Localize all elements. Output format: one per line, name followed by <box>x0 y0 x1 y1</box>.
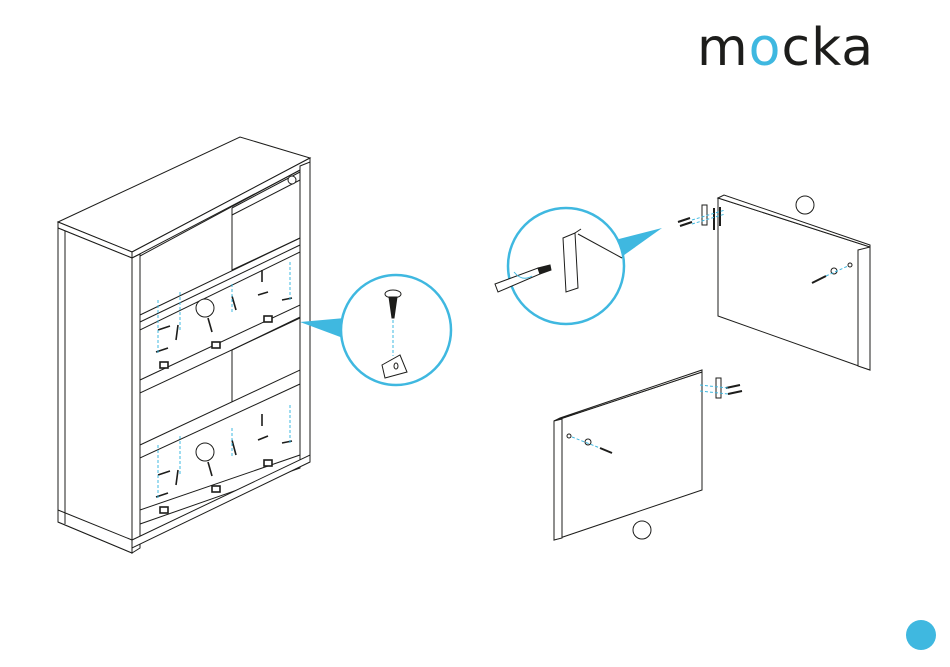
screw-bracket-callout <box>300 275 451 385</box>
screwdriver-callout <box>495 208 662 324</box>
panel-top-right <box>678 195 870 370</box>
bookcase-illustration <box>58 137 310 553</box>
panel-bottom <box>554 370 742 540</box>
